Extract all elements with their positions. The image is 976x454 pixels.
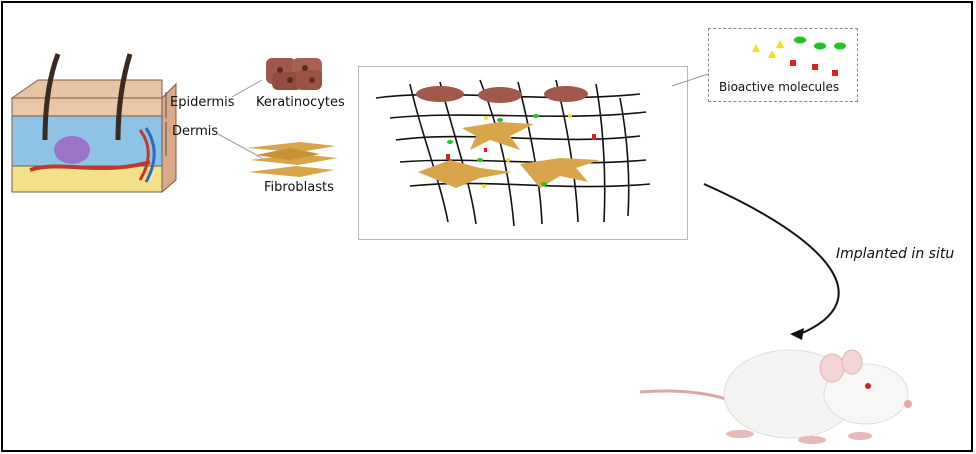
dermis-label: Dermis: [172, 124, 218, 139]
dermis-connector: [218, 134, 262, 158]
scaffold-mesh: [376, 80, 650, 226]
fibroblasts-label: Fibroblasts: [264, 180, 334, 195]
keratinocytes-image: [266, 58, 322, 90]
implant-arrowhead: [790, 328, 804, 340]
skin-cross-section: [12, 54, 176, 192]
mouse-image: [640, 350, 912, 444]
bioactive-label: Bioactive molecules: [719, 80, 839, 94]
keratinocytes-label: Keratinocytes: [256, 95, 345, 110]
implant-arrow: [704, 184, 839, 334]
implanted-label: Implanted in situ: [836, 246, 954, 262]
scaffold-keratinocytes: [416, 86, 588, 103]
bioactive-legend-shapes: [752, 37, 846, 77]
bioactive-connector: [672, 74, 708, 86]
fibroblasts-image: [246, 142, 338, 177]
scaffold-fibroblasts: [418, 122, 600, 188]
epidermis-label: Epidermis: [170, 95, 235, 110]
